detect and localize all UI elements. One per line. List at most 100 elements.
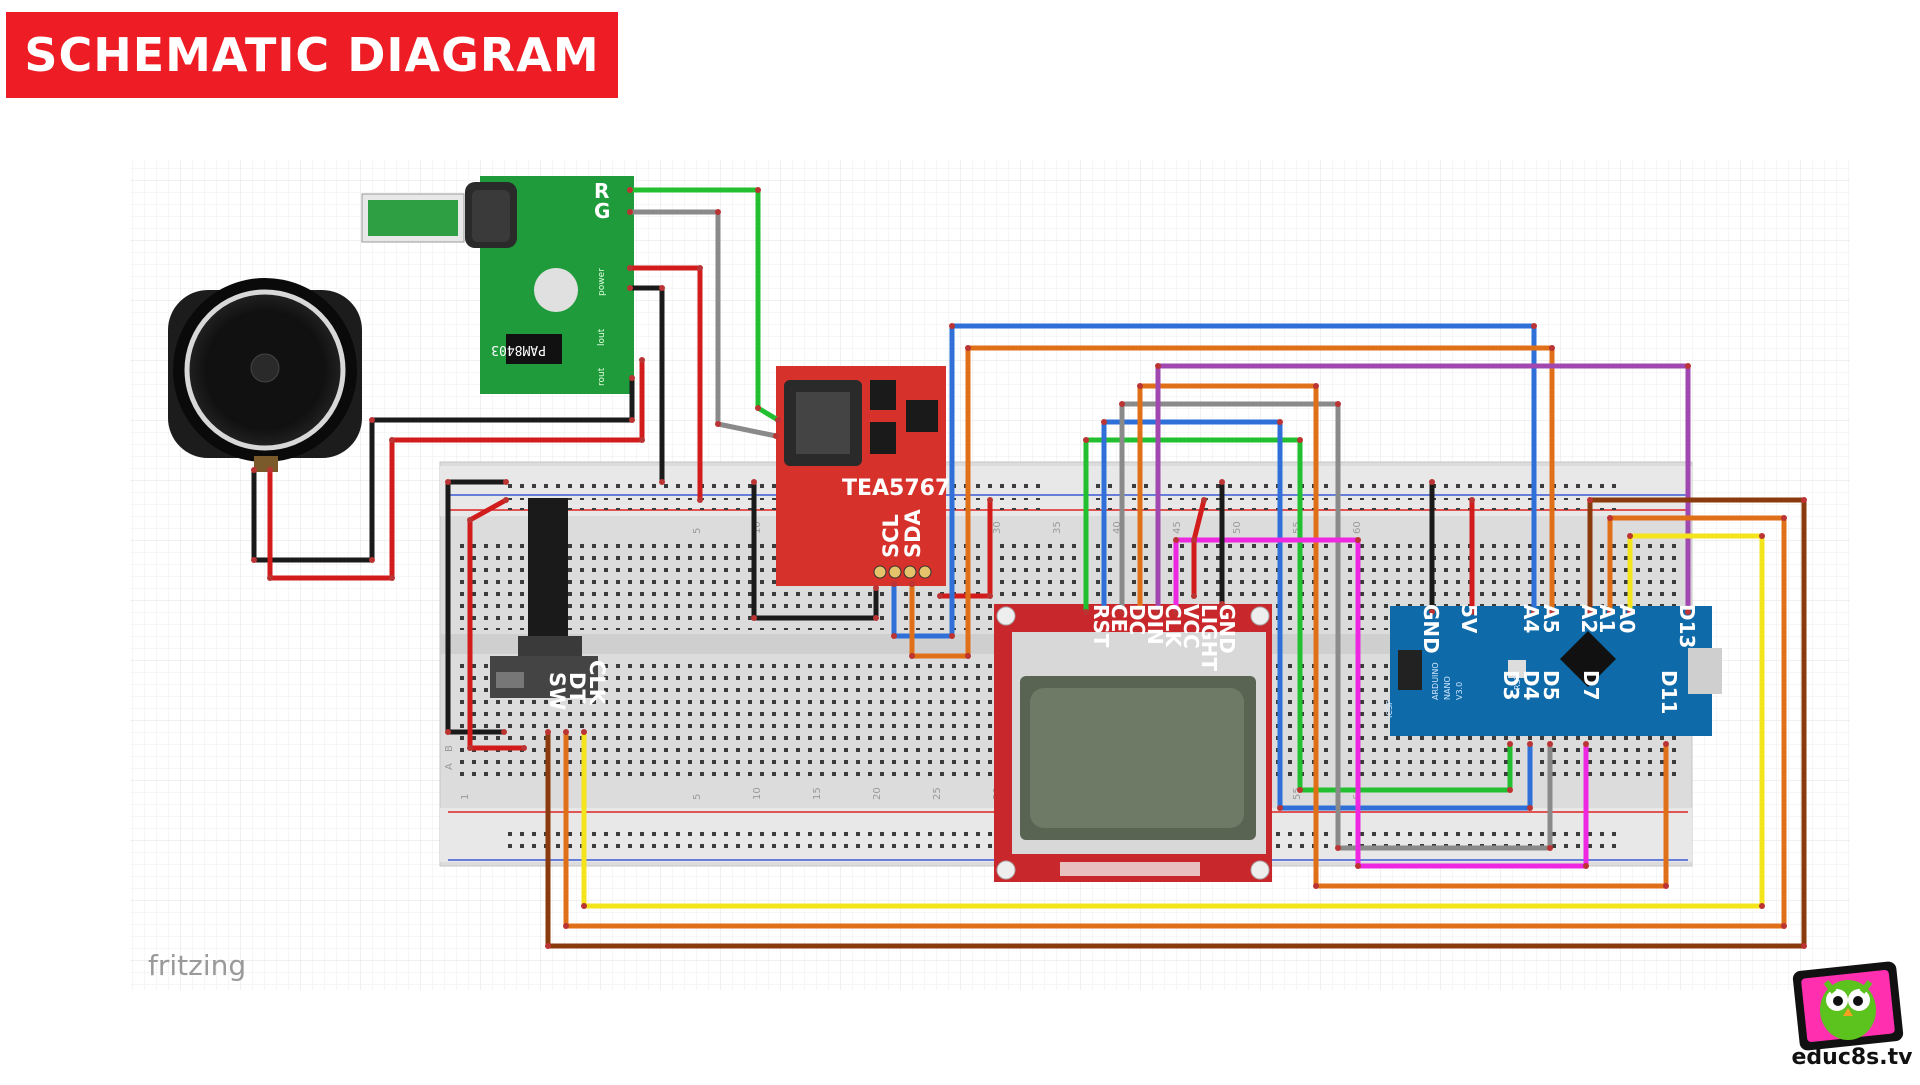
amplifier-power-label: power [597, 268, 607, 296]
wire-endpoint [267, 467, 273, 473]
lcd-pin-label-ce: CE [1107, 604, 1131, 632]
wire-endpoint [1781, 515, 1787, 521]
wire-endpoint [891, 581, 897, 587]
wire-endpoint [627, 209, 633, 215]
wire-23 [545, 497, 1807, 949]
wire-12 [1101, 419, 1533, 811]
column-number-top: 60 [1352, 521, 1363, 534]
wire-endpoint [1101, 609, 1107, 615]
column-number-bottom: 55 [1292, 787, 1303, 800]
nano-board-text: RST [1513, 674, 1522, 690]
column-number-bottom: 20 [872, 787, 883, 800]
wire-7 [751, 482, 879, 621]
wire-endpoint [1549, 345, 1555, 351]
wire-endpoint [1201, 497, 1207, 503]
lcd-pin-label-din: DIN [1143, 604, 1167, 645]
title-banner: SCHEMATIC DIAGRAM [6, 12, 618, 98]
column-number-bottom: 25 [932, 787, 943, 800]
wire-endpoint [1119, 609, 1125, 615]
row-letter: B [444, 745, 455, 752]
wire-endpoint [965, 653, 971, 659]
wire-endpoint [697, 497, 703, 503]
wire-endpoint [1801, 497, 1807, 503]
wire-13 [1119, 401, 1553, 851]
wire-25 [581, 533, 1765, 909]
column-number-bottom: 1 [460, 794, 471, 800]
wire-endpoint [1469, 497, 1475, 503]
wire-endpoint [1531, 609, 1537, 615]
wire-endpoint [1607, 515, 1613, 521]
wire-endpoint [1191, 593, 1197, 599]
wire-endpoint [1173, 537, 1179, 543]
wire-endpoint [1297, 787, 1303, 793]
wire-6 [630, 209, 777, 439]
wire-endpoint [1531, 323, 1537, 329]
wire-endpoint [1547, 741, 1553, 747]
wire-endpoint [1137, 383, 1143, 389]
wire-endpoint [445, 479, 451, 485]
wire-endpoint [773, 433, 779, 439]
wire-endpoint [1297, 437, 1303, 443]
arduino-pin-label-a2: A2 [1577, 604, 1601, 633]
lcd-module [994, 604, 1272, 882]
arduino-pin-label-a5: A5 [1539, 604, 1563, 633]
page-title: SCHEMATIC DIAGRAM [24, 28, 600, 82]
fritzing-watermark: fritzing [148, 949, 246, 982]
wire-endpoint [629, 417, 635, 423]
wire-endpoint [251, 467, 257, 473]
wire-endpoint [1219, 479, 1225, 485]
wire-endpoint [1313, 883, 1319, 889]
wire-endpoint [1119, 401, 1125, 407]
amplifier-lout-label: lout [597, 328, 607, 346]
wire-endpoint [1527, 741, 1533, 747]
wire-endpoint [1469, 609, 1475, 615]
lcd-pin-label-rst: RST [1089, 604, 1113, 648]
wire-endpoint [1801, 943, 1807, 949]
wire-11 [1083, 437, 1513, 793]
wire-endpoint [267, 575, 273, 581]
lcd-pin-label-vcc: VCC [1179, 604, 1203, 649]
wire-16 [1173, 537, 1589, 869]
lcd-pin-label-clk: CLK [1161, 604, 1185, 648]
arduino-pin-label-a4: A4 [1519, 604, 1543, 633]
wire-endpoint [1587, 497, 1593, 503]
wire-endpoint [909, 653, 915, 659]
wire-endpoint [965, 345, 971, 351]
wire-15 [1155, 363, 1691, 612]
wires [251, 187, 1807, 949]
wire-endpoint [1101, 419, 1107, 425]
wire-endpoint [1583, 863, 1589, 869]
wire-endpoint [1549, 609, 1555, 615]
lcd-pin-label-dc: DC [1125, 604, 1149, 635]
wire-endpoint [467, 745, 473, 751]
encoder-pin-sw: SW [545, 672, 569, 710]
wire-endpoint [467, 517, 473, 523]
wire-endpoint [987, 497, 993, 503]
wire-endpoint [581, 729, 587, 735]
wire-endpoint [751, 479, 757, 485]
column-number-bottom: 5 [692, 794, 703, 800]
wire-endpoint [1685, 609, 1691, 615]
column-number-top: 50 [1232, 521, 1243, 534]
amplifier-board [361, 176, 634, 394]
wire-endpoint [1335, 401, 1341, 407]
rotary-encoder [490, 498, 598, 698]
column-number-top: 30 [992, 521, 1003, 534]
wire-endpoint [873, 615, 879, 621]
amplifier-chip-label: PAM8403 [491, 342, 546, 357]
wire-endpoint [755, 405, 761, 411]
wire-endpoint [715, 209, 721, 215]
wire-14 [1137, 383, 1669, 889]
arduino-pin-label-d5: D5 [1539, 670, 1563, 701]
wire-endpoint [937, 593, 943, 599]
wire-endpoint [909, 581, 915, 587]
wire-endpoint [1429, 609, 1435, 615]
wire-endpoint [1155, 609, 1161, 615]
radio-module [776, 366, 946, 586]
amplifier-rout-label: rout [597, 367, 607, 386]
wire-endpoint [563, 923, 569, 929]
lcd-pin-label-light: LIGHT [1197, 604, 1221, 671]
